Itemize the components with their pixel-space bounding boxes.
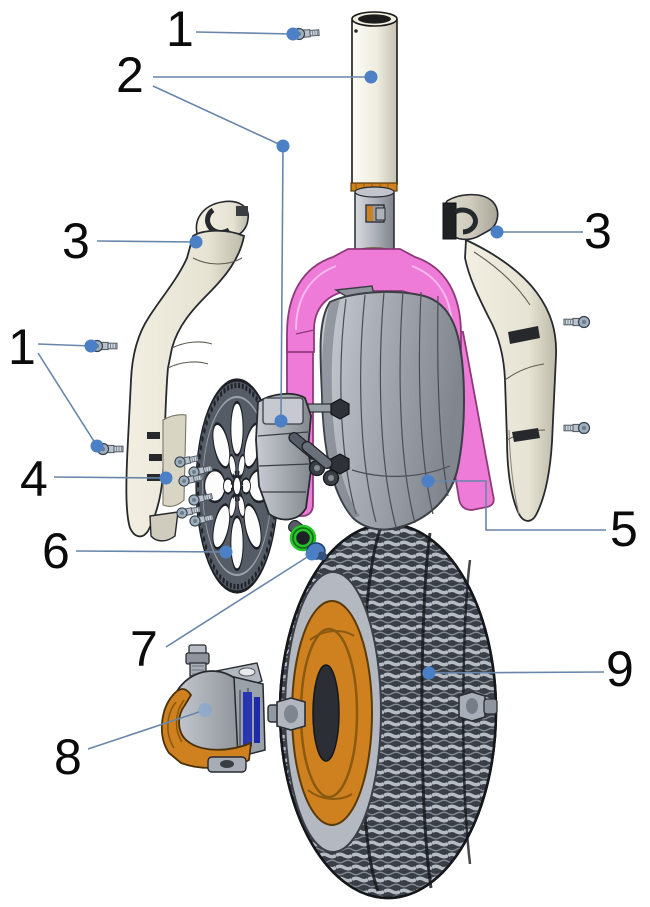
- cover-right: [442, 193, 557, 522]
- fender: [319, 285, 465, 531]
- callout-steer-tube: 2: [116, 47, 144, 103]
- axle-bolt-right: [458, 691, 498, 722]
- screw-right-upper: [563, 315, 591, 329]
- callout-screw-cluster: 4: [20, 451, 48, 507]
- callout-fender: 5: [610, 501, 638, 557]
- steering-tube: [350, 11, 398, 258]
- callout-screws-left: 1: [8, 319, 36, 375]
- callout-cover-right: 3: [584, 203, 612, 259]
- screw-right-lower: [563, 421, 591, 435]
- steering-bracket: [255, 392, 350, 521]
- callout-bearing-ring: 7: [130, 621, 158, 677]
- fork-crown: [286, 248, 462, 353]
- motor-brake-assembly: [160, 644, 266, 773]
- callout-tire: 9: [606, 641, 634, 697]
- callout-cover-left: 3: [62, 213, 90, 269]
- cover-left: [125, 200, 249, 542]
- leader-dots: [84, 27, 504, 680]
- pivot-pins: [288, 431, 340, 487]
- callout-screw-top: 1: [166, 1, 194, 57]
- axle-bolt-left: [267, 697, 306, 731]
- callout-motor-brake: 8: [54, 729, 82, 785]
- callout-wheel-disc: 6: [42, 523, 70, 579]
- wheel-tire: [267, 522, 498, 900]
